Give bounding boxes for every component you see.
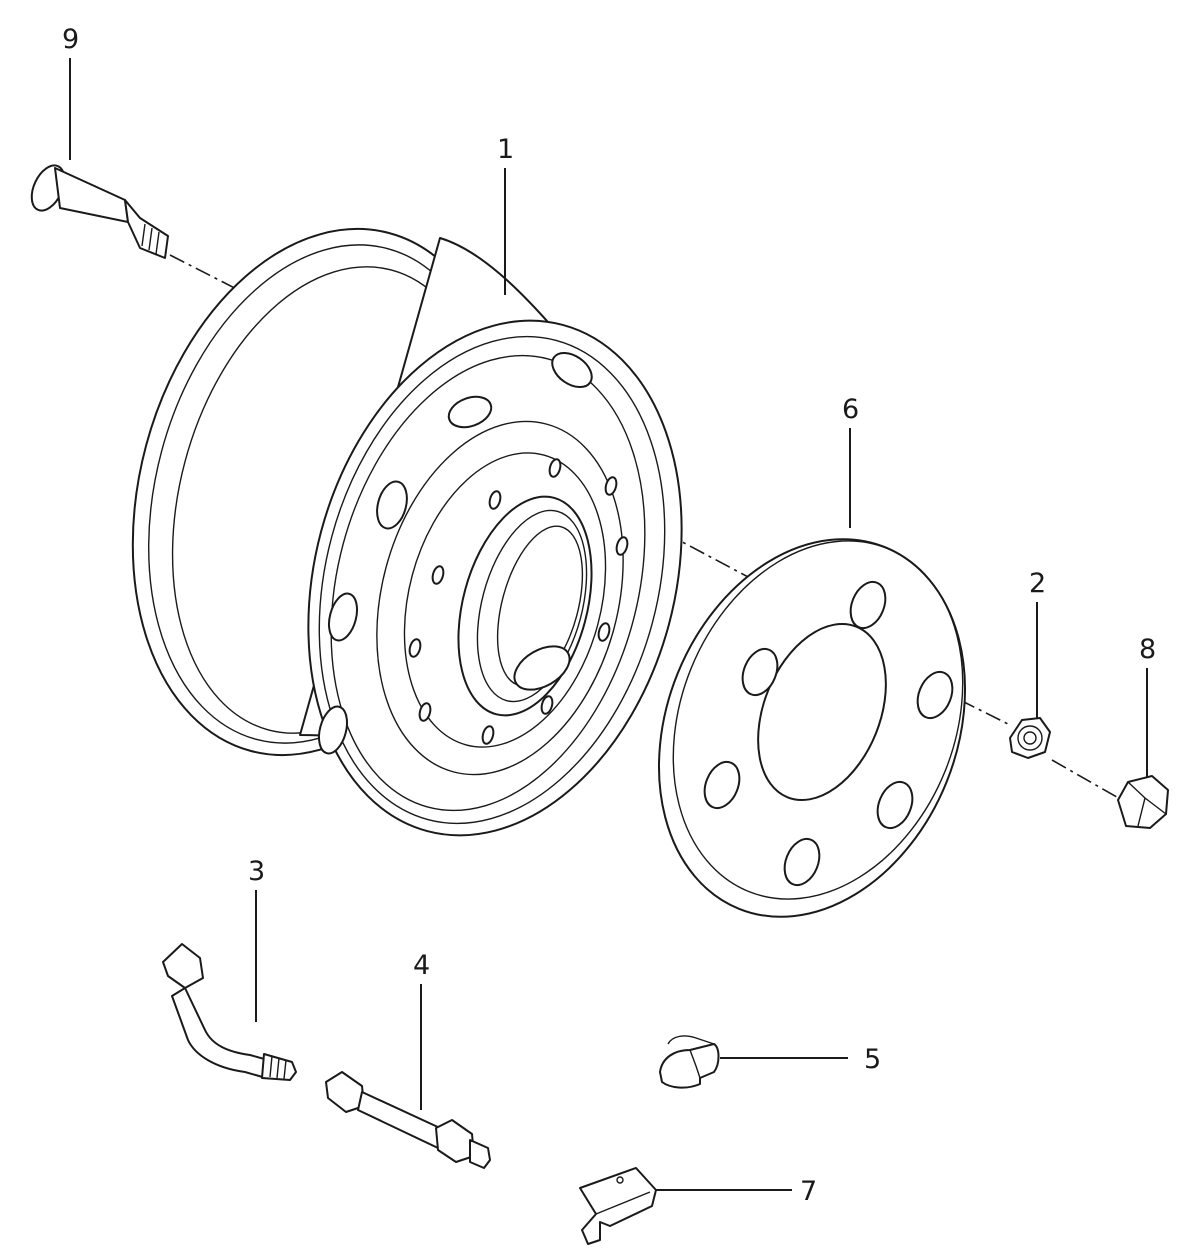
callout-1: 1 (497, 134, 514, 165)
valve-extension-straight[interactable] (325, 1071, 491, 1169)
callout-8: 8 (1139, 634, 1156, 665)
bracket[interactable] (579, 1167, 657, 1245)
bolt[interactable] (25, 160, 169, 259)
callout-9: 9 (62, 24, 79, 55)
leader-lines (69, 58, 1148, 1191)
callout-5: 5 (864, 1044, 881, 1075)
cap-nut[interactable] (1117, 775, 1169, 829)
wheel-rim[interactable] (77, 187, 737, 878)
wheel-nut[interactable] (1009, 717, 1051, 759)
callout-2: 2 (1029, 568, 1046, 599)
wheel-spacer[interactable] (605, 493, 1020, 963)
valve-extension-bent[interactable] (162, 943, 297, 1081)
callout-numbers: 9 1 6 2 8 3 4 5 7 (62, 24, 1156, 1207)
callout-7: 7 (800, 1176, 817, 1207)
callout-6: 6 (842, 394, 859, 425)
clip[interactable] (659, 1035, 720, 1089)
spacer-bolt-holes (703, 580, 954, 887)
stud-holes (408, 458, 629, 745)
callout-3: 3 (248, 856, 265, 887)
callout-4: 4 (413, 950, 430, 981)
